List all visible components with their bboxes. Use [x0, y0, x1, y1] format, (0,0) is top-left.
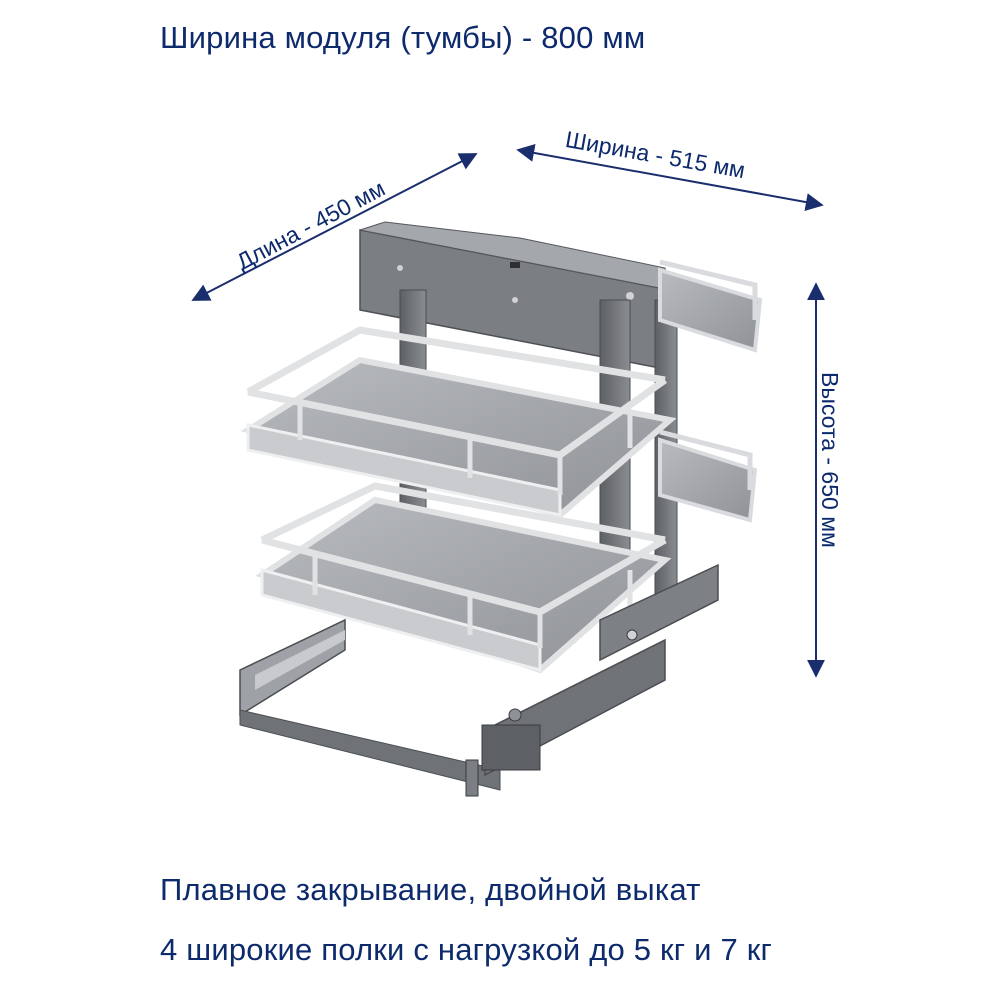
feature-line-shelves: 4 широкие полки с нагрузкой до 5 кг и 7 …	[160, 932, 772, 967]
front-shelf-lower	[255, 482, 672, 674]
length-arrow	[191, 153, 478, 301]
feature-line-soft-close: Плавное закрывание, двойной выкат	[160, 872, 701, 907]
height-dimension-label: Высота - 650 мм	[817, 372, 843, 548]
back-panel	[359, 221, 671, 371]
width-arrow	[516, 144, 824, 211]
module-width-title: Ширина модуля (тумбы) - 800 мм	[160, 20, 646, 55]
front-shelf-upper	[240, 326, 677, 519]
right-shelf-lower	[658, 429, 758, 523]
right-shelf-upper	[658, 259, 763, 353]
base-runners	[239, 563, 719, 797]
